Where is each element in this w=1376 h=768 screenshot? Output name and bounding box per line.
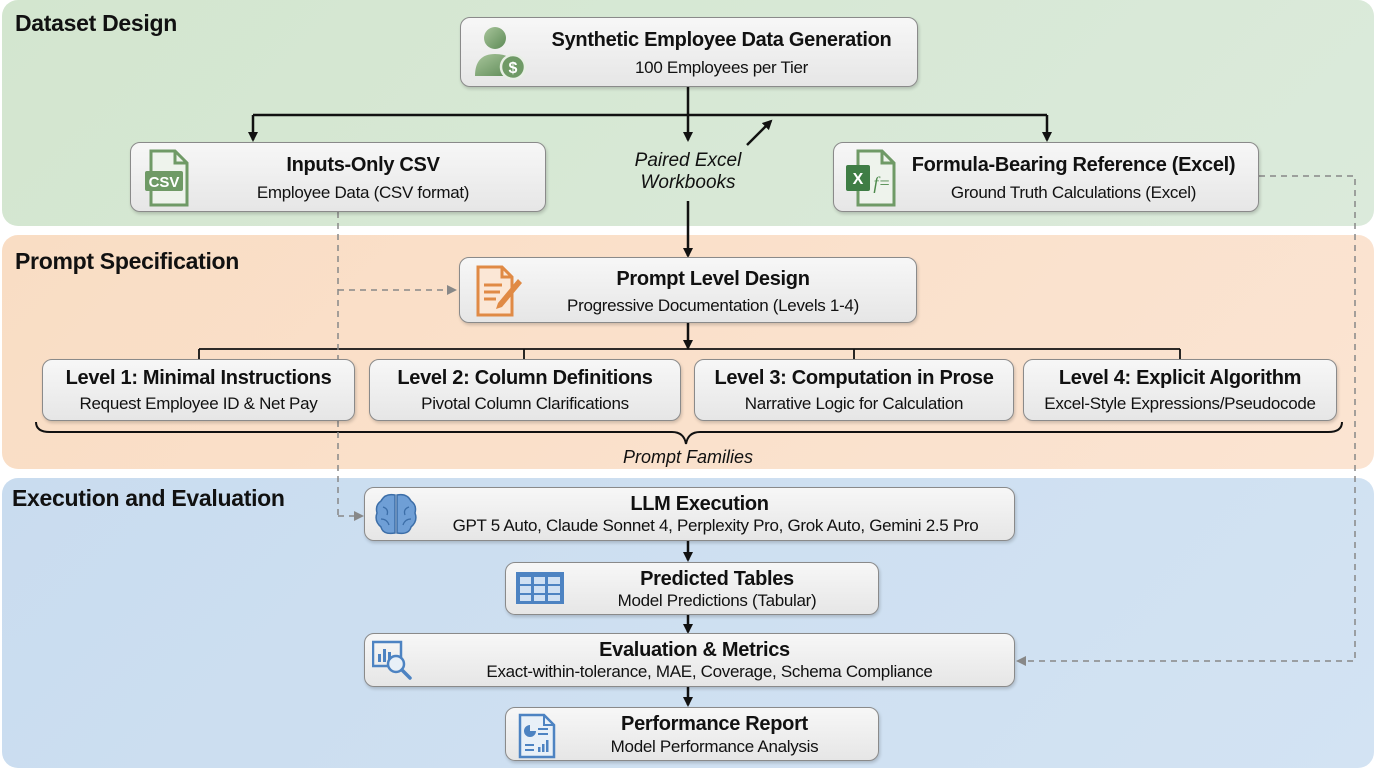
brain-icon	[375, 493, 417, 535]
excel-title: Formula-Bearing Reference (Excel)	[911, 154, 1236, 176]
box-inputs-only-csv: CSV Inputs-Only CSV Employee Data (CSV f…	[130, 142, 546, 212]
prompt-families-label: Prompt Families	[622, 447, 754, 467]
box-level-1: Level 1: Minimal Instructions Request Em…	[42, 359, 355, 421]
paired-label-line2: Workbooks	[640, 172, 736, 193]
svg-text:$: $	[509, 60, 518, 77]
paired-label-line1: Paired Excel	[634, 150, 742, 171]
level-4-title: Level 4: Explicit Algorithm	[1058, 367, 1302, 389]
box-predicted-tables: Predicted Tables Model Predictions (Tabu…	[505, 562, 879, 615]
box-evaluation-metrics: Evaluation & Metrics Exact-within-tolera…	[364, 633, 1015, 687]
metrics-subtitle: Exact-within-tolerance, MAE, Coverage, S…	[486, 662, 933, 681]
paired-workbooks-label: Paired Excel Workbooks	[598, 150, 778, 194]
chart-magnifier-icon	[372, 640, 412, 680]
svg-text:CSV: CSV	[149, 174, 180, 191]
tables-title: Predicted Tables	[640, 568, 794, 590]
csv-title: Inputs-Only CSV	[286, 154, 440, 176]
excel-formula-icon: X f=	[846, 149, 896, 207]
document-edit-icon	[476, 265, 522, 317]
csv-file-icon: CSV	[145, 149, 189, 207]
generation-subtitle: 100 Employees per Tier	[635, 58, 808, 77]
csv-subtitle: Employee Data (CSV format)	[256, 183, 470, 202]
box-llm-execution: LLM Execution GPT 5 Auto, Claude Sonnet …	[364, 487, 1015, 541]
section-title-execution: Execution and Evaluation	[12, 485, 285, 511]
tables-subtitle: Model Predictions (Tabular)	[617, 591, 817, 610]
box-synthetic-data-generation: $ Synthetic Employee Data Generation 100…	[460, 17, 918, 87]
level-1-subtitle: Request Employee ID & Net Pay	[79, 394, 318, 413]
generation-title: Synthetic Employee Data Generation	[551, 29, 892, 51]
excel-subtitle: Ground Truth Calculations (Excel)	[950, 183, 1197, 202]
box-performance-report: Performance Report Model Performance Ana…	[505, 707, 879, 761]
llm-title: LLM Execution	[630, 493, 769, 515]
report-subtitle: Model Performance Analysis	[610, 737, 819, 756]
table-icon	[516, 572, 564, 604]
svg-text:X: X	[853, 171, 864, 188]
box-level-3: Level 3: Computation in Prose Narrative …	[694, 359, 1014, 421]
prompt-design-title: Prompt Level Design	[616, 268, 810, 290]
level-2-subtitle: Pivotal Column Clarifications	[421, 394, 629, 413]
box-level-2: Level 2: Column Definitions Pivotal Colu…	[369, 359, 681, 421]
metrics-title: Evaluation & Metrics	[599, 639, 790, 661]
report-document-icon	[518, 713, 556, 759]
box-level-4: Level 4: Explicit Algorithm Excel-Style …	[1023, 359, 1337, 421]
level-4-subtitle: Excel-Style Expressions/Pseudocode	[1044, 394, 1316, 413]
box-formula-bearing-reference: X f= Formula-Bearing Reference (Excel) G…	[833, 142, 1259, 212]
section-title-dataset: Dataset Design	[15, 10, 177, 36]
box-prompt-level-design: Prompt Level Design Progressive Document…	[459, 257, 917, 323]
employee-dollar-icon: $	[475, 27, 527, 80]
level-3-title: Level 3: Computation in Prose	[714, 367, 994, 389]
level-3-subtitle: Narrative Logic for Calculation	[744, 394, 964, 413]
svg-text:f=: f=	[873, 173, 890, 193]
level-1-title: Level 1: Minimal Instructions	[65, 367, 332, 389]
section-title-prompt: Prompt Specification	[15, 248, 240, 274]
report-title: Performance Report	[621, 713, 808, 735]
level-2-title: Level 2: Column Definitions	[397, 367, 653, 389]
llm-subtitle: GPT 5 Auto, Claude Sonnet 4, Perplexity …	[452, 516, 979, 535]
prompt-design-subtitle: Progressive Documentation (Levels 1-4)	[567, 296, 859, 315]
